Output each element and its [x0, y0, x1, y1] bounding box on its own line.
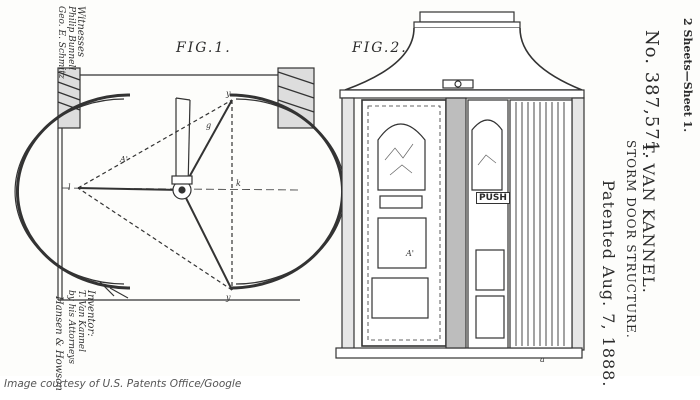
patent-drawing: l y y k gA' A' a — [14, 11, 585, 364]
front-push-plate — [379, 195, 423, 209]
inventor-heading: Inventor: — [85, 290, 96, 337]
attorney-firm-signature: Hansen & Howson — [53, 296, 64, 391]
sheet-number: 2 Sheets—Sheet 1. — [681, 18, 694, 133]
fig1-label: FIG.1. — [176, 40, 232, 56]
front-arched-window — [377, 123, 426, 191]
fig2-elevation-view — [335, 11, 585, 359]
image-credit-caption: Image courtesy of U.S. Patents Office/Go… — [4, 378, 242, 390]
rear-arched-window — [471, 119, 503, 191]
right-post — [571, 97, 585, 351]
wing-1 — [77, 187, 183, 191]
left-post — [341, 97, 355, 351]
svg-text:g: g — [206, 121, 211, 130]
front-door-leaf — [361, 99, 447, 347]
witness-2-signature: Geo. E. Schmitz — [56, 6, 66, 79]
svg-text:A': A' — [405, 249, 414, 258]
center-column — [445, 97, 467, 349]
inventor-signature: T. Van Kannel — [76, 290, 86, 352]
inventor-name: T. VAN KANNEL. — [639, 142, 658, 294]
patent-date: Patented Aug. 7, 1888. — [599, 180, 618, 388]
svg-text:k: k — [236, 179, 241, 188]
fig1-plan-view — [14, 67, 346, 301]
left-curved-wall — [15, 93, 131, 290]
svg-text:l: l — [68, 183, 71, 192]
push-plate-label: PUSH — [476, 192, 510, 204]
witness-1-signature: Philip Bunnell — [66, 6, 76, 71]
wing-3 — [181, 189, 233, 291]
svg-text:A': A' — [119, 155, 128, 164]
svg-text:y: y — [225, 293, 231, 302]
attorneys-line: by his Attorneys — [66, 290, 76, 364]
witnesses-heading: Witnesses — [75, 6, 86, 57]
right-wall-block — [277, 67, 315, 129]
patent-number: No. 387,571. — [641, 30, 662, 160]
svg-text:a: a — [540, 355, 545, 364]
curved-side-panel — [509, 99, 573, 349]
rear-door-leaf — [467, 99, 509, 349]
side-panel-hatching — [515, 102, 565, 346]
svg-text:y: y — [225, 89, 231, 98]
fig2-label: FIG.2. — [352, 40, 408, 56]
wing-2 — [181, 99, 233, 191]
patent-title: STORM DOOR STRUCTURE. — [624, 140, 638, 339]
